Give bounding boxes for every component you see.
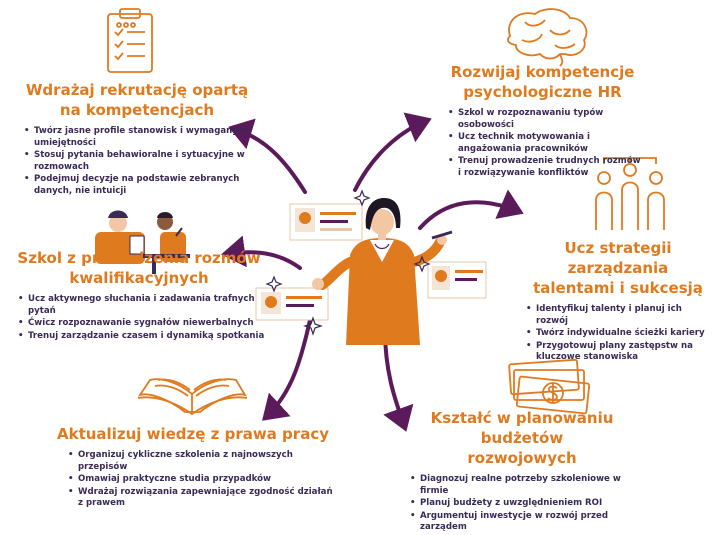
section-title: Aktualizuj wiedzę z prawa pracy (57, 425, 329, 443)
brain-icon (507, 8, 588, 67)
list-item: Ucz technik motywowania i angażowania pr… (446, 132, 645, 155)
arrow-to-law (262, 318, 312, 421)
open-book-icon (137, 378, 248, 416)
sparkle-2 (303, 316, 323, 336)
list-item: Argumentuj inwestycje w rozwój przed zar… (408, 511, 642, 534)
list-item: Szkol w rozpoznawaniu typów osobowości (446, 108, 645, 131)
clipboard-checklist-icon (107, 8, 153, 73)
sparkle-4 (413, 255, 431, 273)
list-item: Omawiaj praktyczne studia przypadków (66, 474, 338, 486)
list-item: Trenuj zarządzanie czasem i dynamiką spo… (16, 331, 270, 343)
list-item: Organizuj cykliczne szkolenia z najnowsz… (66, 450, 338, 473)
list-item: Podejmuj decyzje na podstawie zebranych … (22, 174, 266, 197)
interview-people-icon (95, 210, 190, 274)
list-item: Diagnozuj realne potrzeby szkoleniowe w … (408, 474, 642, 497)
list-item: Wdrażaj rozwiązania zapewniające zgodnoś… (66, 487, 338, 510)
sparkle-1 (353, 189, 371, 207)
section-law: Aktualizuj wiedzę z prawa pracy Organizu… (48, 424, 338, 511)
sparkle-3 (265, 275, 283, 293)
list-item: Ucz aktywnego słuchania i zadawania traf… (16, 294, 270, 317)
arrow-to-interviews (221, 235, 302, 270)
list-item: Trenuj prowadzenie trudnych rozmów i roz… (446, 156, 645, 179)
arrow-to-psychology (353, 112, 432, 192)
arrow-to-talent (418, 189, 524, 230)
list-item: Identyfikuj talenty i planuj ich rozwój (524, 304, 716, 327)
list-item: Ćwicz rozpoznawanie sygnałów niewerbalny… (16, 318, 270, 330)
list-item: Stosuj pytania behawioralne i sytuacyjne… (22, 150, 266, 173)
list-item: Twórz indywidualne ścieżki kariery (524, 328, 716, 340)
list-item: Przygotowuj plany zastępstw na kluczowe … (524, 341, 716, 364)
list-item: Twórz jasne profile stanowisk i wymagany… (22, 126, 266, 149)
presenter-woman-illustration (255, 189, 487, 345)
